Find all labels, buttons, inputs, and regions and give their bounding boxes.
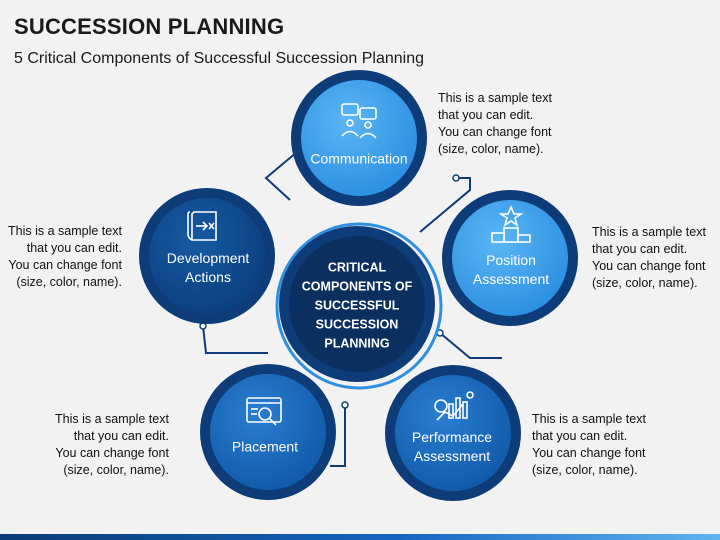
connector-performance: [439, 332, 502, 359]
connector-lines: [202, 151, 502, 467]
node-development-actions: [139, 188, 275, 324]
bottom-accent-bar: [0, 534, 720, 540]
center-label: CRITICAL COMPONENTS OF SUCCESSFUL SUCCES…: [301, 260, 413, 351]
node-placement: [200, 364, 336, 500]
performance-assessment-label: Performance Assessment: [411, 429, 493, 464]
desc-placement: This is a sample text that you can edit.…: [55, 412, 169, 477]
development-actions-label: Development Actions: [166, 250, 250, 285]
magnifier-analysis-icon: [246, 397, 282, 426]
desc-position-assessment: This is a sample text that you can edit.…: [592, 225, 706, 290]
node-position-assessment: [442, 190, 578, 326]
node-communication: [291, 70, 427, 206]
performance-chart-icon: [434, 391, 474, 421]
center-circle: [275, 222, 443, 390]
page-subtitle: 5 Critical Components of Successful Succ…: [14, 50, 424, 67]
desc-communication: This is a sample text that you can edit.…: [438, 91, 552, 156]
desc-development-actions: This is a sample text that you can edit.…: [8, 224, 122, 289]
node-performance-assessment: [385, 365, 521, 501]
team-communication-icon: [341, 103, 377, 139]
communication-label: Communication: [310, 150, 408, 167]
connector-communication: [264, 151, 298, 201]
connector-development: [202, 325, 268, 354]
connector-placement: [330, 405, 346, 467]
position-assessment-label: Position Assessment: [472, 252, 550, 287]
podium-ranking-icon: [491, 204, 531, 243]
placement-label: Placement: [231, 438, 299, 455]
page-title: SUCCESSION PLANNING: [14, 14, 285, 39]
connector-position: [419, 177, 471, 233]
document-arrow-icon: [187, 211, 217, 241]
desc-performance-assessment: This is a sample text that you can edit.…: [532, 412, 646, 477]
